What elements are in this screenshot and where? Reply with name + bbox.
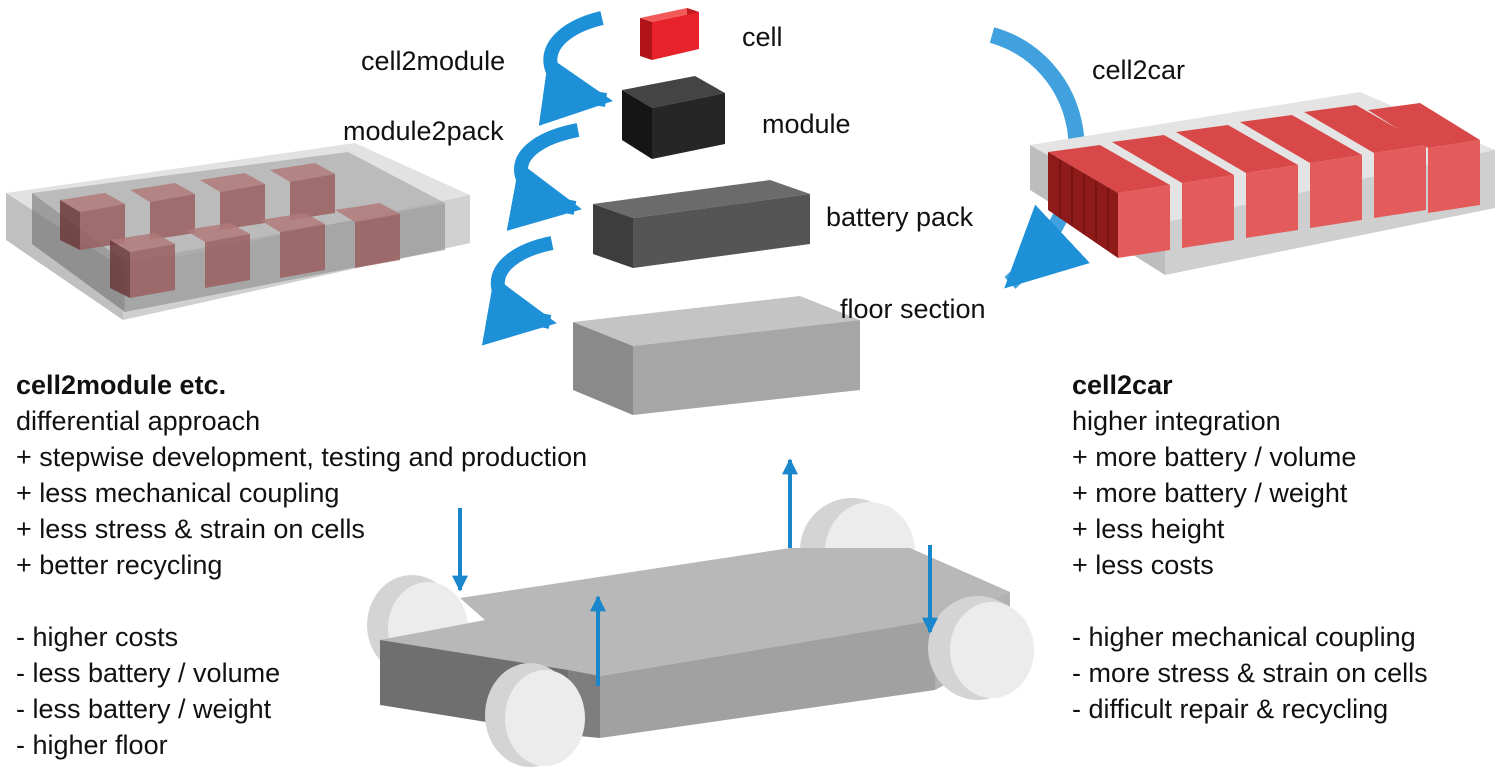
module-block <box>622 76 725 159</box>
left-con-item: - less battery / volume <box>16 658 281 688</box>
spacer <box>1072 583 1428 619</box>
left-con-item: - less battery / weight <box>16 694 272 724</box>
spacer <box>16 583 587 619</box>
battery-pack-block <box>593 180 810 268</box>
battery-pack-label: battery pack <box>826 202 974 232</box>
cell2module-label: cell2module <box>361 46 506 76</box>
cell2car-arrow <box>989 27 1090 289</box>
module2pack-arrow <box>506 123 582 231</box>
left-pro-item: + stepwise development, testing and prod… <box>16 442 588 472</box>
cell-block <box>640 8 699 60</box>
right-pro-item: + less costs <box>1072 550 1214 580</box>
left-approach-text: cell2module etc. differential approach +… <box>16 367 587 763</box>
left-pro-item: + better recycling <box>16 550 223 580</box>
left-subtitle: differential approach <box>16 406 261 436</box>
right-con-item: - more stress & strain on cells <box>1072 658 1428 688</box>
floor-section-block <box>573 296 860 415</box>
left-title: cell2module etc. <box>16 370 227 400</box>
right-pro-item: + less height <box>1072 514 1225 544</box>
cell2module-arrow <box>538 11 613 126</box>
cell-to-car-pack-illustration <box>1030 92 1495 275</box>
car-chassis-illustration <box>367 498 1034 767</box>
cell2car-label: cell2car <box>1092 55 1186 85</box>
right-pro-item: + more battery / weight <box>1072 478 1348 508</box>
left-con-item: - higher floor <box>16 730 168 760</box>
right-approach-text: cell2car higher integration + more batte… <box>1072 367 1428 727</box>
right-pro-item: + more battery / volume <box>1072 442 1357 472</box>
module-based-pack-illustration <box>6 143 470 320</box>
floor-section-label: floor section <box>840 294 986 324</box>
right-con-item: - higher mechanical coupling <box>1072 622 1416 652</box>
pack2floor-arrow <box>481 236 557 346</box>
cell-label: cell <box>742 22 783 52</box>
right-con-item: - difficult repair & recycling <box>1072 694 1389 724</box>
left-pro-item: + less stress & strain on cells <box>16 514 365 544</box>
right-subtitle: higher integration <box>1072 406 1281 436</box>
module-label: module <box>762 109 851 139</box>
right-title: cell2car <box>1072 370 1173 400</box>
left-con-item: - higher costs <box>16 622 179 652</box>
module2pack-label: module2pack <box>343 116 504 146</box>
left-pro-item: + less mechanical coupling <box>16 478 340 508</box>
